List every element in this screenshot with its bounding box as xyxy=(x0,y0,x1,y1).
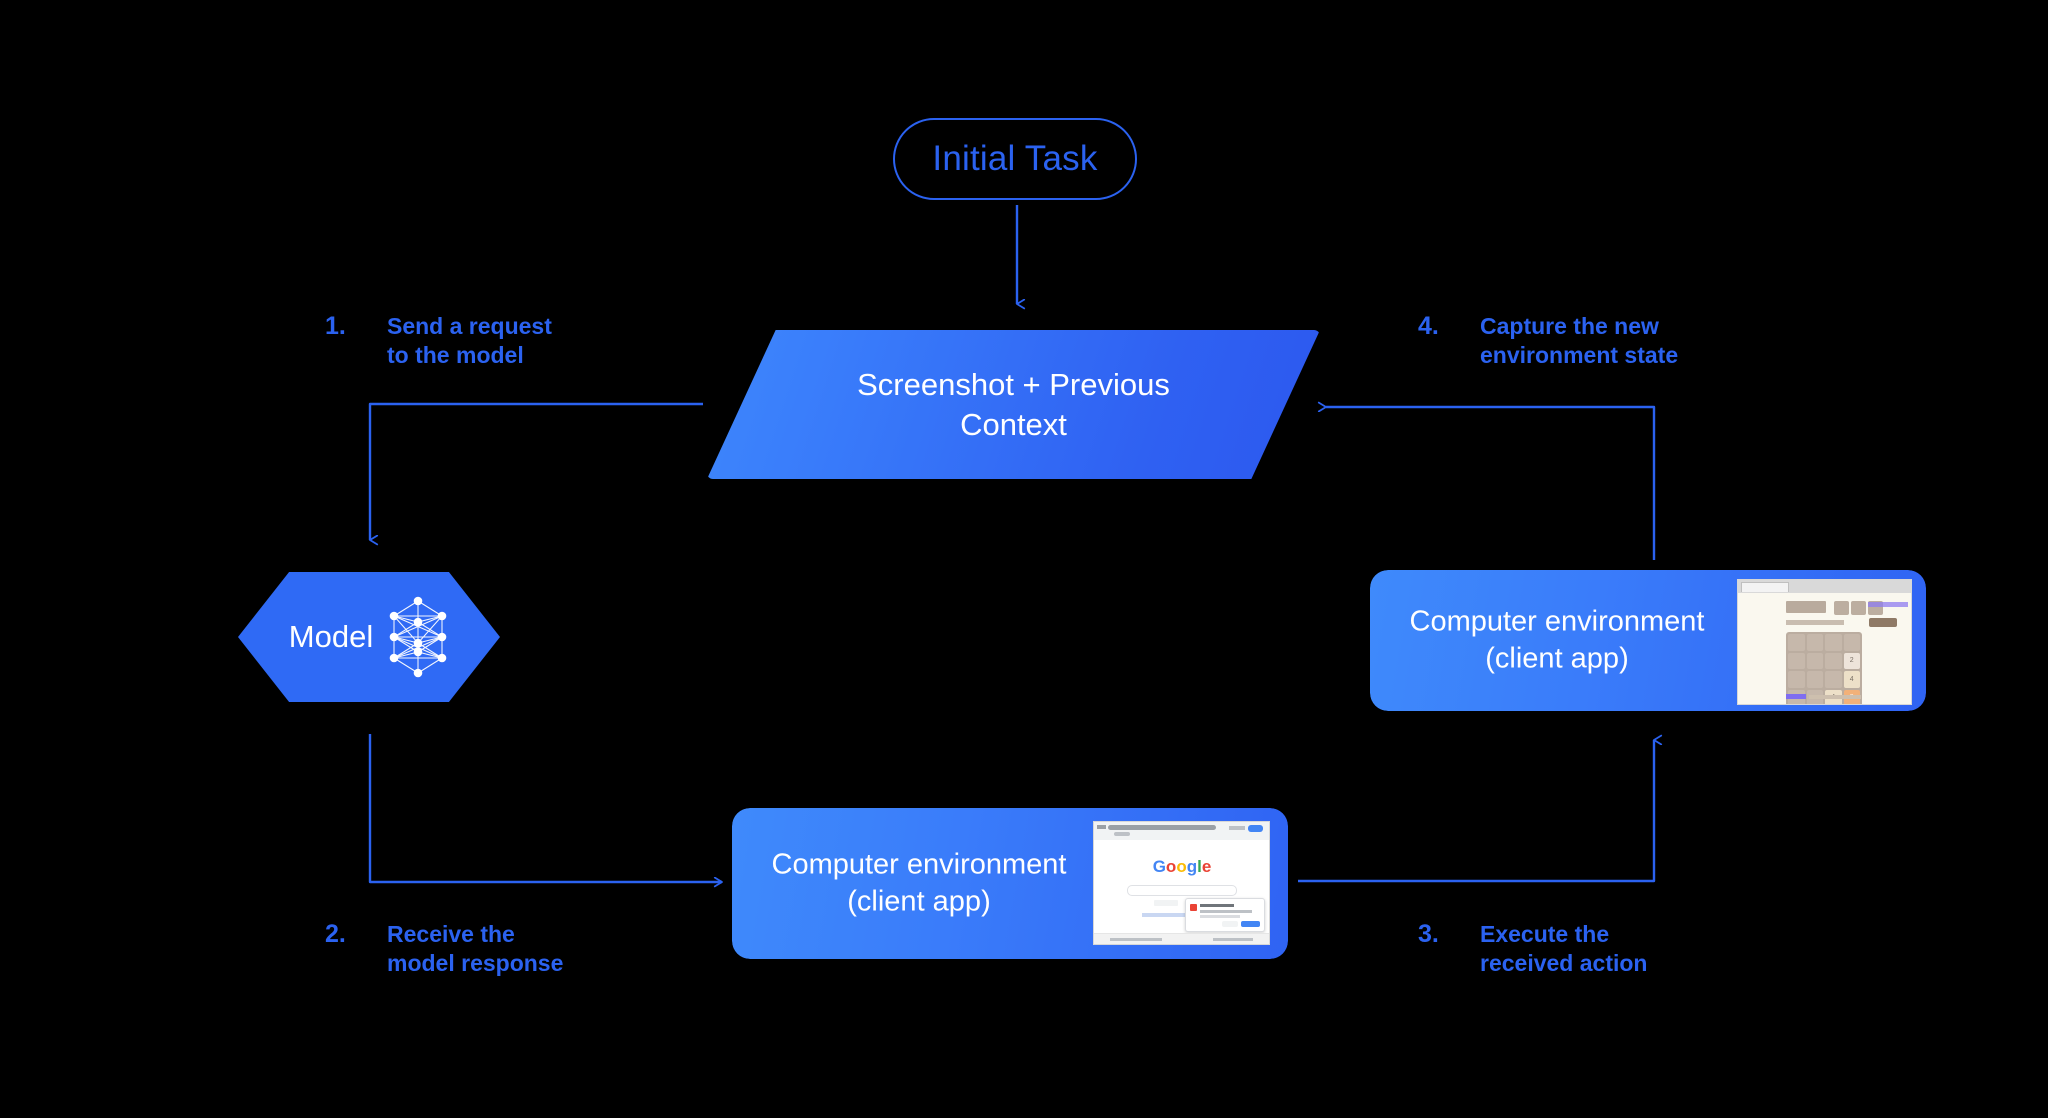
step-1-caption: 1. Send a request to the model xyxy=(325,312,552,371)
logo-letter: l xyxy=(1197,857,1202,876)
browser-tab xyxy=(1741,582,1789,592)
address-bar-secondary xyxy=(1114,832,1130,836)
game-tile xyxy=(1806,634,1823,651)
logo-letter: g xyxy=(1186,857,1197,876)
model-node[interactable]: Model xyxy=(238,572,500,702)
google-logo: G o o g l e xyxy=(1152,857,1212,876)
footer-left-links[interactable] xyxy=(1110,938,1162,941)
step-3-text: Execute the received action xyxy=(1480,921,1648,977)
google-search-input[interactable] xyxy=(1126,885,1237,896)
step-3-caption: 3. Execute the received action xyxy=(1418,920,1647,979)
logo-letter: e xyxy=(1201,857,1212,876)
game-tile xyxy=(1843,634,1860,651)
logo-letter: o xyxy=(1176,857,1186,876)
header-links-placeholder xyxy=(1868,602,1908,607)
arrow-env-right-to-context xyxy=(1326,407,1656,560)
initial-task-node[interactable]: Initial Task xyxy=(893,118,1137,200)
model-node-content: Model xyxy=(238,572,500,702)
game-tile xyxy=(1788,634,1805,651)
new-game-button[interactable] xyxy=(1869,618,1897,627)
step-2-caption: 2. Receive the model response xyxy=(325,920,563,979)
sign-in-button[interactable] xyxy=(1248,825,1263,832)
footer-text-placeholder xyxy=(1809,695,1861,699)
language-links[interactable] xyxy=(1141,913,1222,917)
game-tile xyxy=(1806,671,1823,688)
arrow-model-to-env-bottom xyxy=(368,734,722,882)
step-3-number: 3. xyxy=(1418,920,1439,948)
neural-network-icon xyxy=(389,596,447,678)
game-tile xyxy=(1806,652,1823,669)
logo-letter: G xyxy=(1152,857,1166,876)
arrow-env-bottom-to-env-right xyxy=(1298,740,1654,883)
computer-environment-bottom-node[interactable]: Computer environment (client app) G o o … xyxy=(732,808,1288,959)
step-2-text: Receive the model response xyxy=(387,921,564,977)
browser-nav-buttons[interactable] xyxy=(1097,825,1106,829)
dialog-primary-button[interactable] xyxy=(1241,921,1260,927)
browser-dialog[interactable] xyxy=(1185,898,1265,932)
computer-environment-right-node[interactable]: Computer environment (client app) xyxy=(1370,570,1926,711)
step-1-text: Send a request to the model xyxy=(387,313,552,369)
dialog-body-placeholder-2 xyxy=(1200,915,1240,918)
step-1-number: 1. xyxy=(325,312,346,340)
score-box-2 xyxy=(1851,601,1866,615)
toolbar-icons[interactable] xyxy=(1229,826,1245,830)
game-tile xyxy=(1788,671,1805,688)
game-tile xyxy=(1825,634,1842,651)
address-bar[interactable] xyxy=(1108,825,1216,830)
env-bottom-text: Computer environment (client app) xyxy=(754,846,1084,921)
hexagon-shape xyxy=(238,572,500,702)
step-4-number: 4. xyxy=(1418,312,1439,340)
env-right-line2: (client app) xyxy=(1485,642,1629,675)
screenshot-context-text: Screenshot + Previous Context xyxy=(707,330,1320,479)
game-title-placeholder xyxy=(1786,601,1826,613)
game-page-body: 2 4 4 8 xyxy=(1738,593,1911,704)
game-tile: 2 xyxy=(1843,652,1860,669)
dialog-secondary-button[interactable] xyxy=(1222,921,1238,927)
game-subtitle-placeholder xyxy=(1786,620,1844,625)
env-bottom-line2: (client app) xyxy=(847,885,991,918)
model-label: Model xyxy=(288,619,374,654)
env-right-text: Computer environment (client app) xyxy=(1392,603,1722,678)
step-4-caption: 4. Capture the new environment state xyxy=(1418,312,1678,371)
google-page-body: G o o g l e xyxy=(1094,840,1269,944)
game-grid[interactable]: 2 4 4 8 xyxy=(1786,632,1862,704)
google-footer xyxy=(1094,933,1269,944)
logo-letter: o xyxy=(1165,857,1176,876)
thumbnail-2048-game[interactable]: 2 4 4 8 xyxy=(1737,579,1912,705)
game-tile xyxy=(1825,671,1842,688)
thumbnail-google-search[interactable]: G o o g l e xyxy=(1093,821,1270,945)
dialog-icon xyxy=(1190,904,1197,911)
screenshot-context-line1: Screenshot + Previous xyxy=(857,366,1170,402)
env-bottom-line1: Computer environment xyxy=(771,847,1067,880)
step-4-text: Capture the new environment state xyxy=(1480,313,1679,369)
arrow-context-to-model xyxy=(368,402,703,540)
dialog-body-placeholder xyxy=(1200,910,1252,913)
google-search-button[interactable] xyxy=(1153,900,1178,906)
screenshot-context-node[interactable]: Screenshot + Previous Context xyxy=(707,330,1320,479)
parallelogram-shape xyxy=(707,330,1320,479)
footer-link-placeholder[interactable] xyxy=(1786,694,1806,699)
footer-right-links[interactable] xyxy=(1213,938,1253,941)
dialog-title-placeholder xyxy=(1200,904,1234,907)
screenshot-context-line2: Context xyxy=(960,406,1067,442)
step-2-number: 2. xyxy=(325,920,346,948)
game-tile: 4 xyxy=(1843,671,1860,688)
game-tile xyxy=(1825,652,1842,669)
game-tile xyxy=(1788,652,1805,669)
browser-chrome-bar xyxy=(1094,822,1269,841)
score-box-1 xyxy=(1834,601,1849,615)
initial-task-label: Initial Task xyxy=(932,139,1098,178)
env-right-line1: Computer environment xyxy=(1409,604,1705,637)
